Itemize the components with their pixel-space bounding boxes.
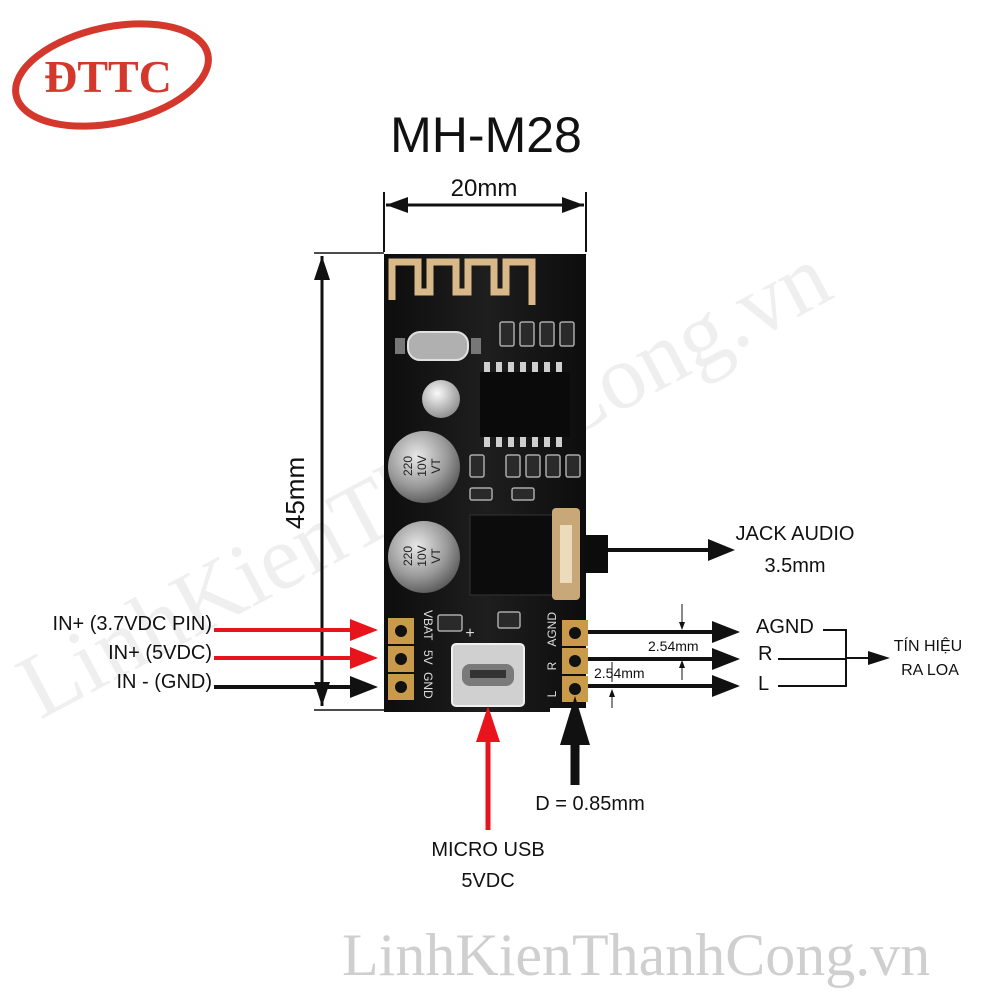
jack-audio-callout: JACK AUDIO 3.5mm — [608, 523, 854, 577]
agnd-label: AGND — [756, 616, 814, 638]
left-header — [388, 618, 414, 700]
audio-outputs: AGND R L TÍN HIỆU RA LOA — [588, 616, 962, 697]
ic-chip — [480, 362, 570, 447]
silk-vbat: VBAT — [421, 610, 435, 641]
usb-label: MICRO USB — [431, 839, 544, 861]
logo-text: ĐTTC — [44, 51, 172, 102]
jack-audio-label: JACK AUDIO — [736, 523, 855, 545]
width-label: 20mm — [451, 175, 518, 202]
cap-bottom-brand: VT — [429, 548, 443, 564]
cap-top-value: 220 — [401, 456, 415, 476]
smd-array-middle — [469, 454, 581, 501]
silk-plus: + — [465, 625, 474, 642]
pcb-button — [422, 380, 460, 418]
cap-top-voltage: 10V — [415, 455, 429, 476]
silk-r: R — [545, 661, 559, 670]
silk-5v: 5V — [421, 650, 435, 665]
power-inputs: IN+ (3.7VDC PIN) IN+ (5VDC) IN - (GND) — [53, 613, 378, 698]
silk-l: L — [545, 690, 559, 697]
audio-jack-component — [469, 508, 608, 600]
capacitor-bottom: 220 10V VT — [388, 521, 460, 593]
signal-label: TÍN HIỆU — [894, 636, 962, 655]
l-label: L — [758, 673, 769, 695]
module-title: MH-M28 — [390, 107, 582, 163]
capacitor-top: 220 10V VT — [388, 431, 460, 503]
height-label: 45mm — [280, 457, 310, 529]
silk-gnd: GND — [421, 672, 435, 699]
cap-top-brand: VT — [429, 458, 443, 474]
jack-audio-size: 3.5mm — [764, 555, 825, 577]
r-label: R — [758, 643, 772, 665]
in-gnd-label: IN - (GND) — [116, 671, 212, 693]
micro-usb-connector — [451, 643, 525, 707]
cap-bottom-value: 220 — [401, 546, 415, 566]
pin-diameter-callout: D = 0.85mm — [535, 696, 645, 815]
silk-agnd: AGND — [545, 612, 559, 647]
pin-diameter-label: D = 0.85mm — [535, 793, 644, 815]
pcb-board: 220 10V VT 220 10V VT + VBAT 5V G — [384, 254, 608, 712]
usb-voltage-label: 5VDC — [461, 870, 514, 892]
antenna-trace — [388, 258, 536, 305]
in-5v-label: IN+ (5VDC) — [108, 642, 212, 664]
crystal-component — [407, 331, 469, 361]
in-bat-label: IN+ (3.7VDC PIN) — [53, 613, 212, 635]
right-header — [562, 620, 588, 702]
pitch-dimensions: 2.54mm 2.54mm — [594, 604, 699, 708]
dttc-logo: ĐTTC — [12, 20, 212, 130]
cap-bottom-voltage: 10V — [415, 545, 429, 566]
micro-usb-callout: MICRO USB 5VDC — [431, 706, 545, 892]
watermark-bottom-text: LinhKienThanhCong.vn — [342, 922, 930, 988]
pitch-bottom-label: 2.54mm — [594, 665, 645, 681]
smd-array-top — [499, 321, 575, 347]
pitch-top-label: 2.54mm — [648, 638, 699, 654]
width-dimension: 20mm — [383, 175, 587, 252]
signal-label-2: RA LOA — [901, 662, 959, 679]
